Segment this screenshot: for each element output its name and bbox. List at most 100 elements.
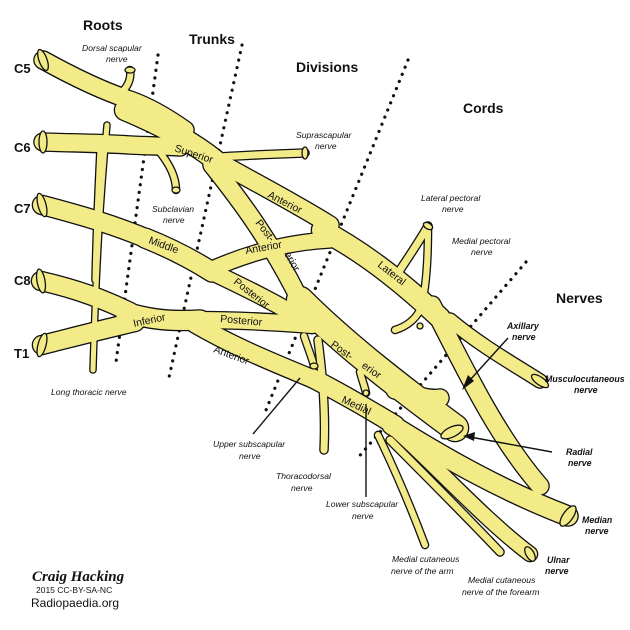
axillary-line1: Axillary xyxy=(506,321,540,331)
header-nerves: Nerves xyxy=(556,290,603,306)
medial-cutaneous-arm-line1: Medial cutaneous xyxy=(392,554,460,564)
root-label-c5: C5 xyxy=(14,61,31,76)
median-nerve-lateral-root xyxy=(423,296,549,495)
root-label-c8: C8 xyxy=(14,273,31,288)
axillary-pointer xyxy=(469,337,509,381)
root-label-c6: C6 xyxy=(14,140,31,155)
lower-subscapular-line1: Lower subscapular xyxy=(326,499,399,509)
ulnar-label: Ulnar nerve xyxy=(545,555,572,576)
license-text: 2015 CC-BY-SA-NC xyxy=(36,585,112,595)
header-trunks: Trunks xyxy=(189,31,235,47)
axillary-label: Axillary nerve xyxy=(506,321,541,342)
subclavian-line2: nerve xyxy=(163,215,185,225)
ulnar-line2: nerve xyxy=(545,566,569,576)
dorsal-scapular-label: Dorsal scapular nerve xyxy=(82,43,144,64)
header-cords: Cords xyxy=(463,100,504,116)
superior-posterior-division xyxy=(203,156,309,309)
ulnar-line1: Ulnar xyxy=(547,555,570,565)
thoracodorsal-label: Thoracodorsal nerve xyxy=(276,471,333,493)
upper-subscapular-end xyxy=(309,362,319,370)
separator-cords-nerves xyxy=(354,260,528,462)
medial-pectoral-line1: Medial pectoral xyxy=(452,236,511,246)
author-signature: Craig Hacking xyxy=(32,569,125,585)
medial-cutaneous-forearm-label: Medial cutaneous nerve of the forearm xyxy=(462,575,539,597)
header-roots: Roots xyxy=(83,17,123,33)
suprascapular-label: Suprascapular nerve xyxy=(296,130,354,151)
suprascapular-end xyxy=(301,146,309,160)
label-posterior-lower: Posterior xyxy=(220,313,263,329)
dorsal-scapular-end xyxy=(124,66,136,74)
upper-subscapular-label: Upper subscapular nerve xyxy=(213,439,288,461)
medial-pectoral-line2: nerve xyxy=(471,247,493,257)
medial-cutaneous-forearm-line2: nerve of the forearm xyxy=(462,587,539,597)
median-end xyxy=(559,505,577,527)
root-label-t1: T1 xyxy=(14,346,29,361)
thoracodorsal-line2: nerve xyxy=(291,483,313,493)
lower-subscapular-label: Lower subscapular nerve xyxy=(326,499,401,521)
medial-cutaneous-forearm-nerve xyxy=(386,436,504,556)
terminal-labels: Axillary nerve Musculocutaneous nerve Ra… xyxy=(506,321,627,576)
c7-root-end xyxy=(36,192,48,218)
t1-root xyxy=(33,313,144,354)
thoracodorsal-line1: Thoracodorsal xyxy=(276,471,332,481)
dorsal-scapular-line2: nerve xyxy=(106,54,128,64)
lower-subscapular-end xyxy=(362,389,370,397)
axillary-arrowhead xyxy=(462,375,474,390)
site-text: Radiopaedia.org xyxy=(31,596,119,610)
subclavian-label: Subclavian nerve xyxy=(152,204,196,225)
header-divisions: Divisions xyxy=(296,59,358,75)
median-line2: nerve xyxy=(585,526,609,536)
superior-anterior-division xyxy=(203,149,339,234)
long-thoracic-label: Long thoracic nerve xyxy=(51,387,127,397)
musculocutaneous-end xyxy=(530,373,550,389)
lower-subscapular-line2: nerve xyxy=(352,511,374,521)
radial-pointer xyxy=(469,436,553,453)
suprascapular-line2: nerve xyxy=(315,141,337,151)
middle-anterior-division xyxy=(202,232,338,278)
c5-root-end xyxy=(37,48,49,72)
musculocutaneous-label: Musculocutaneous nerve xyxy=(545,374,627,395)
lateral-pectoral-end xyxy=(422,221,434,231)
separator-roots-trunks xyxy=(114,53,160,364)
dorsal-scapular-line1: Dorsal scapular xyxy=(82,43,143,53)
long-thoracic-branch-c6 xyxy=(92,145,103,283)
c8-root xyxy=(32,272,139,321)
radial-arrowhead xyxy=(463,432,475,441)
medial-pectoral-label: Medial pectoral nerve xyxy=(452,236,513,257)
lateral-pectoral-label: Lateral pectoral nerve xyxy=(421,193,483,214)
suprascapular-line1: Suprascapular xyxy=(296,130,353,140)
medial-cutaneous-forearm-line1: Medial cutaneous xyxy=(468,575,536,585)
musculocutaneous-line2: nerve xyxy=(574,385,598,395)
median-line1: Median xyxy=(582,515,612,525)
t1-root-end xyxy=(36,332,48,358)
axillary-line2: nerve xyxy=(512,332,536,342)
radial-line2: nerve xyxy=(568,458,592,468)
upper-subscapular-line1: Upper subscapular xyxy=(213,439,286,449)
credits: Craig Hacking 2015 CC-BY-SA-NC Radiopaed… xyxy=(31,569,125,610)
medial-pectoral-end xyxy=(416,322,424,330)
c5-root xyxy=(34,51,194,139)
upper-subscapular-line2: nerve xyxy=(239,451,261,461)
subclavian-line1: Subclavian xyxy=(152,204,194,214)
medial-cutaneous-arm-nerve xyxy=(375,432,428,548)
lateral-pectoral-line2: nerve xyxy=(442,204,464,214)
radial-line1: Radial xyxy=(566,447,593,457)
pointer-lines xyxy=(252,337,553,497)
c8-root-end xyxy=(35,268,47,294)
axillary-nerve xyxy=(386,381,449,407)
ulnar-end xyxy=(524,546,536,562)
c6-root-end xyxy=(38,130,48,154)
subclavian-end xyxy=(171,186,181,194)
medial-cutaneous-arm-line2: nerve of the arm xyxy=(391,566,454,576)
branch-labels: Dorsal scapular nerve Suprascapular nerv… xyxy=(51,43,539,597)
posterior-cord xyxy=(287,287,468,441)
musculocutaneous-line1: Musculocutaneous xyxy=(545,374,625,384)
upper-subscapular-pointer xyxy=(252,377,301,435)
medial-cutaneous-arm-label: Medial cutaneous nerve of the arm xyxy=(391,554,462,576)
median-label: Median nerve xyxy=(582,515,615,536)
c6-root xyxy=(34,133,189,156)
nerve-end-caps xyxy=(35,48,577,562)
lateral-pectoral-line1: Lateral pectoral xyxy=(421,193,481,203)
nerve-fill-layer xyxy=(32,51,578,561)
